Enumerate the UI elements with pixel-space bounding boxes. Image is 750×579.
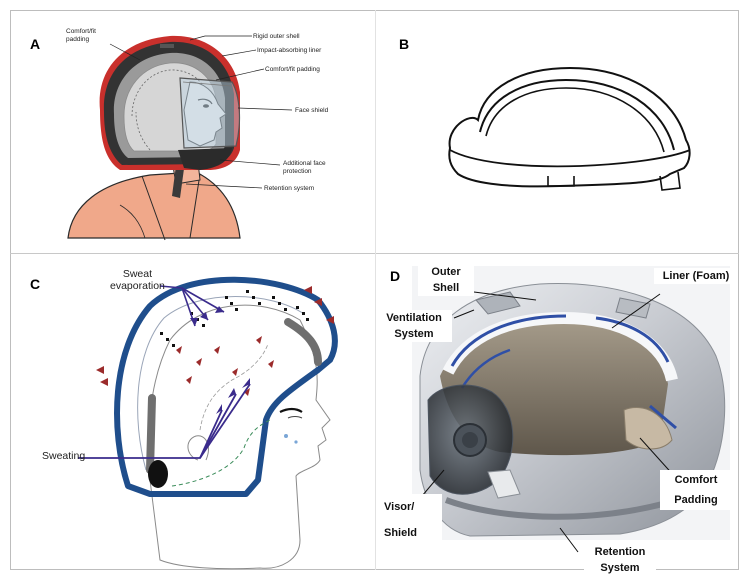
label-retention-system: Retention system — [264, 185, 315, 192]
sweat-drops — [284, 434, 298, 444]
liner-blue-stripe-1 — [450, 314, 567, 367]
label-face-shield: Face shield — [295, 107, 329, 114]
chin-bar — [178, 148, 232, 170]
sweating-arrows — [78, 383, 251, 459]
leader-face-shield — [237, 107, 293, 111]
panel-c-label: C — [30, 276, 41, 292]
label-comfort-padding: Comfort Padding — [660, 470, 732, 510]
retention-strap-photo — [487, 469, 521, 499]
label-outer-shell: Outer Shell — [418, 264, 474, 296]
label-rigid-outer-shell: Rigid outer shell — [253, 33, 300, 40]
panel-d: D — [376, 254, 739, 570]
liner-blue-stripe-3 — [460, 348, 511, 389]
leader-rigid-shell — [189, 35, 252, 41]
helmet-shell — [114, 276, 338, 497]
hard-hat-outline-drawing — [448, 66, 691, 191]
panel-c: C — [0, 254, 375, 570]
hair-sketch — [199, 343, 269, 431]
label-retention-system-d: Retention System — [584, 544, 656, 576]
hard-hat-ridge-inner — [485, 87, 665, 153]
leader-retention — [185, 183, 263, 189]
column-divider — [375, 10, 376, 570]
face-shield — [179, 77, 241, 149]
ear — [187, 435, 209, 461]
label-impact-absorbing-liner: Impact-absorbing liner — [257, 47, 322, 54]
hard-hat-brim — [449, 149, 691, 168]
rider-face — [183, 81, 227, 147]
leader-comfort-right — [215, 68, 265, 81]
rear-comfort-padding — [623, 407, 673, 450]
leader-comfort-left — [109, 43, 141, 61]
panel-a-leader-lines — [109, 35, 293, 189]
sweating-arrowheads — [216, 378, 250, 414]
label-comfort-fit-padding-left: Comfort/fit padding — [66, 28, 96, 43]
label-additional-face-protection: Additional face protection — [283, 160, 326, 175]
comfort-pad-front — [284, 318, 322, 366]
top-vent — [475, 291, 521, 315]
motorcycle-helmet-cutaway-illustration — [67, 35, 241, 241]
hard-hat-shell-outer — [448, 66, 691, 188]
leader-impact-liner — [221, 49, 257, 57]
ear-pad — [148, 460, 168, 488]
label-sweating: Sweating — [42, 450, 86, 462]
airflow-markers — [96, 286, 334, 396]
head-outline — [148, 304, 331, 570]
panel-b: B — [375, 0, 739, 253]
label-comfort-fit-padding-right: Comfort/fit padding — [265, 66, 320, 73]
label-sweat-evaporation: Sweat evaporation — [110, 268, 165, 292]
label-visor-shield: Visor/ Shield — [384, 494, 442, 546]
vent-channels — [160, 290, 309, 347]
liner-blue-stripe-2 — [595, 316, 670, 363]
sweat-evaporation-arrowheads — [190, 306, 224, 326]
panel-d-label: D — [390, 268, 401, 284]
rider-jacket — [67, 171, 241, 239]
helmet-bottom-edge — [444, 493, 691, 520]
rear-vent — [615, 297, 651, 319]
row-divider — [10, 253, 739, 254]
cheek-dashed-line — [171, 419, 271, 487]
hard-hat-ridge — [479, 78, 675, 151]
label-ventilation-system: Ventilation System — [376, 310, 452, 342]
panel-a-label: A — [30, 36, 41, 52]
helmet-liner — [137, 296, 305, 471]
panel-a: A — [0, 0, 375, 253]
figure-frame — [10, 10, 739, 570]
label-liner-foam: Liner (Foam) — [654, 268, 738, 284]
leader-additional-protection — [219, 159, 281, 166]
panel-b-label: B — [399, 36, 410, 52]
